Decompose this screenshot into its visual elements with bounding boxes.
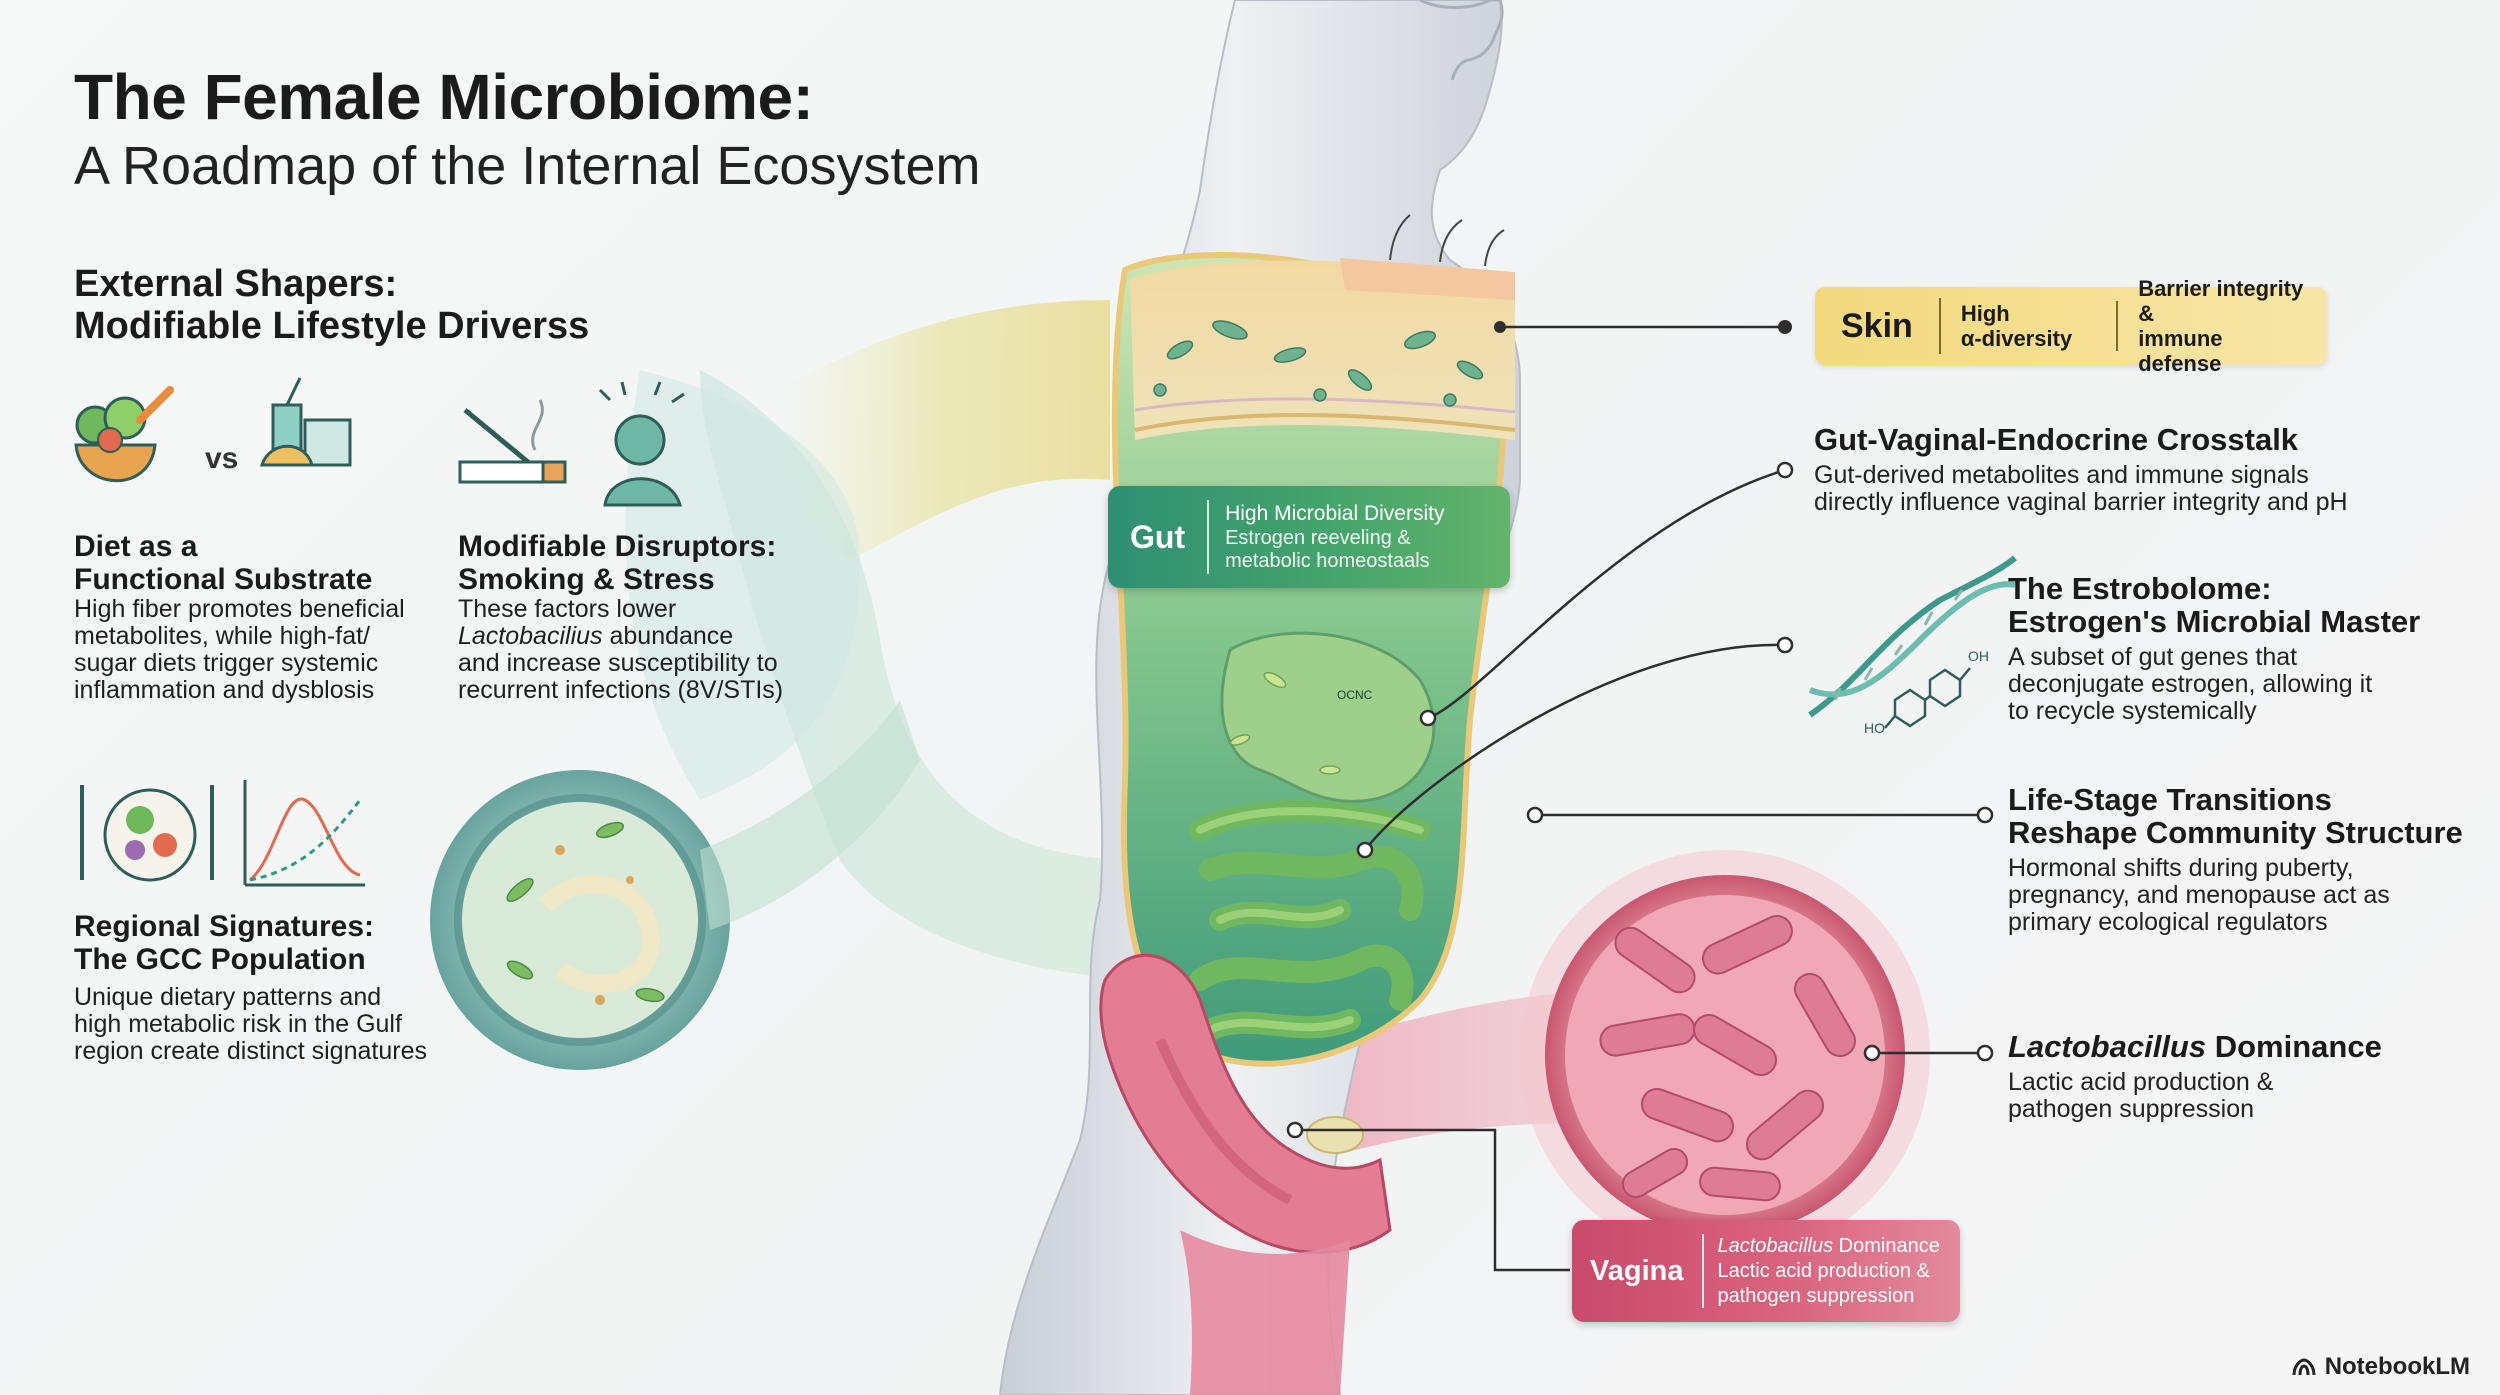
brand-footer: NotebookLM — [2291, 1353, 2470, 1381]
disruptors-title: Modifiable Disruptors: Smoking & Stress — [458, 530, 777, 596]
meal-plate-icon — [80, 785, 214, 882]
stress-icon — [598, 381, 685, 507]
face-profile — [1419, 0, 1504, 81]
pelvic-node — [1306, 1116, 1364, 1154]
lacto-title: Lactobacillus Dominance — [2008, 1029, 2382, 1064]
pelvic-base — [1180, 1230, 1350, 1395]
yellow-stream — [780, 300, 1110, 560]
lacto-block: Lactobacillus Dominance Lactic acid prod… — [2008, 1030, 2478, 1123]
skin-microbes — [1153, 320, 1484, 407]
external-section-title: External Shapers: Modifiable Lifestyle D… — [74, 263, 590, 347]
skin-cutaway — [1130, 260, 1515, 440]
uterus — [1099, 953, 1392, 1254]
skin-diversity: High α-diversity — [1941, 301, 2119, 351]
regional-block: Regional Signatures: The GCC Population … — [74, 910, 494, 1065]
fast-food-icon — [259, 377, 352, 467]
leader-lines — [1295, 325, 1985, 1272]
diet-body: High fiber promotes beneficial metabolit… — [74, 595, 405, 704]
estrobolome-body: A subset of gut genes that deconjugate e… — [2008, 643, 2373, 725]
salad-bowl-icon — [74, 386, 174, 483]
vagina-label: Vagina — [1572, 1234, 1704, 1308]
teal-haze — [625, 370, 860, 800]
estrobolome-block: The Estrobolome: Estrogen's Microbial Ma… — [2008, 572, 2478, 725]
page-subtitle: A Roadmap of the Internal Ecosystem — [74, 136, 981, 196]
molecule-oh-label: OH — [1968, 648, 1989, 664]
life-stage-block: Life-Stage Transitions Reshape Community… — [2008, 783, 2478, 936]
pink-pod — [1520, 850, 1930, 1260]
skin-surface — [1340, 258, 1515, 300]
gut-callout: Gut High Microbial Diversity Estrogen re… — [1108, 486, 1510, 588]
teal-pod-tail — [700, 700, 920, 930]
vs-label: vs — [205, 442, 239, 475]
molecule-ho-label: HO — [1864, 720, 1885, 736]
skin-role: Barrier integrity & immune defense — [2138, 276, 2304, 376]
vagina-details: Lactobacillus Dominance Lactic acid prod… — [1717, 1234, 1940, 1307]
regional-title: Regional Signatures: The GCC Population — [74, 910, 375, 976]
estrobolome-title: The Estrobolome: Estrogen's Microbial Ma… — [2008, 571, 2421, 639]
crosstalk-block: Gut-Vaginal-Endocrine Crosstalk Gut-deri… — [1814, 423, 2454, 516]
skin-label: Skin — [1815, 298, 1941, 354]
disruptors-body: These factors lower Lactobacilius abunda… — [458, 595, 784, 704]
estrogen-molecule-icon — [1884, 667, 1971, 729]
crosstalk-body: Gut-derived metabolites and immune signa… — [1814, 461, 2348, 516]
lacto-body: Lactic acid production & pathogen suppre… — [2008, 1068, 2274, 1123]
trend-graph-icon — [243, 780, 365, 887]
regional-body: Unique dietary patterns and high metabol… — [74, 983, 427, 1065]
diet-title: Diet as a Functional Substrate — [74, 530, 373, 596]
diet-block: Diet as a Functional Substrate High fibe… — [74, 530, 454, 704]
dna-icon — [1808, 555, 2017, 718]
vagina-callout: Vagina Lactobacillus Dominance Lactic ac… — [1572, 1220, 1960, 1322]
stomach-label: OCNC — [1337, 688, 1373, 702]
disruptors-block: Modifiable Disruptors: Smoking & Stress … — [458, 530, 838, 704]
gut-details: High Microbial Diversity Estrogen reevel… — [1225, 502, 1445, 572]
teal-pod — [430, 770, 730, 1070]
notebooklm-logo-icon — [2292, 1358, 2316, 1376]
gut-label: Gut — [1108, 500, 1210, 574]
lactobacillus-rods — [1599, 915, 1856, 1202]
crosstalk-title: Gut-Vaginal-Endocrine Crosstalk — [1814, 422, 2299, 457]
life-stage-title: Life-Stage Transitions Reshape Community… — [2008, 782, 2463, 850]
skin-callout: Skin High α-diversity Barrier integrity … — [1815, 276, 2327, 376]
life-stage-body: Hormonal shifts during puberty, pregnanc… — [2008, 854, 2390, 936]
no-smoking-icon — [458, 399, 567, 484]
page-title: The Female Microbiome: — [74, 61, 814, 133]
